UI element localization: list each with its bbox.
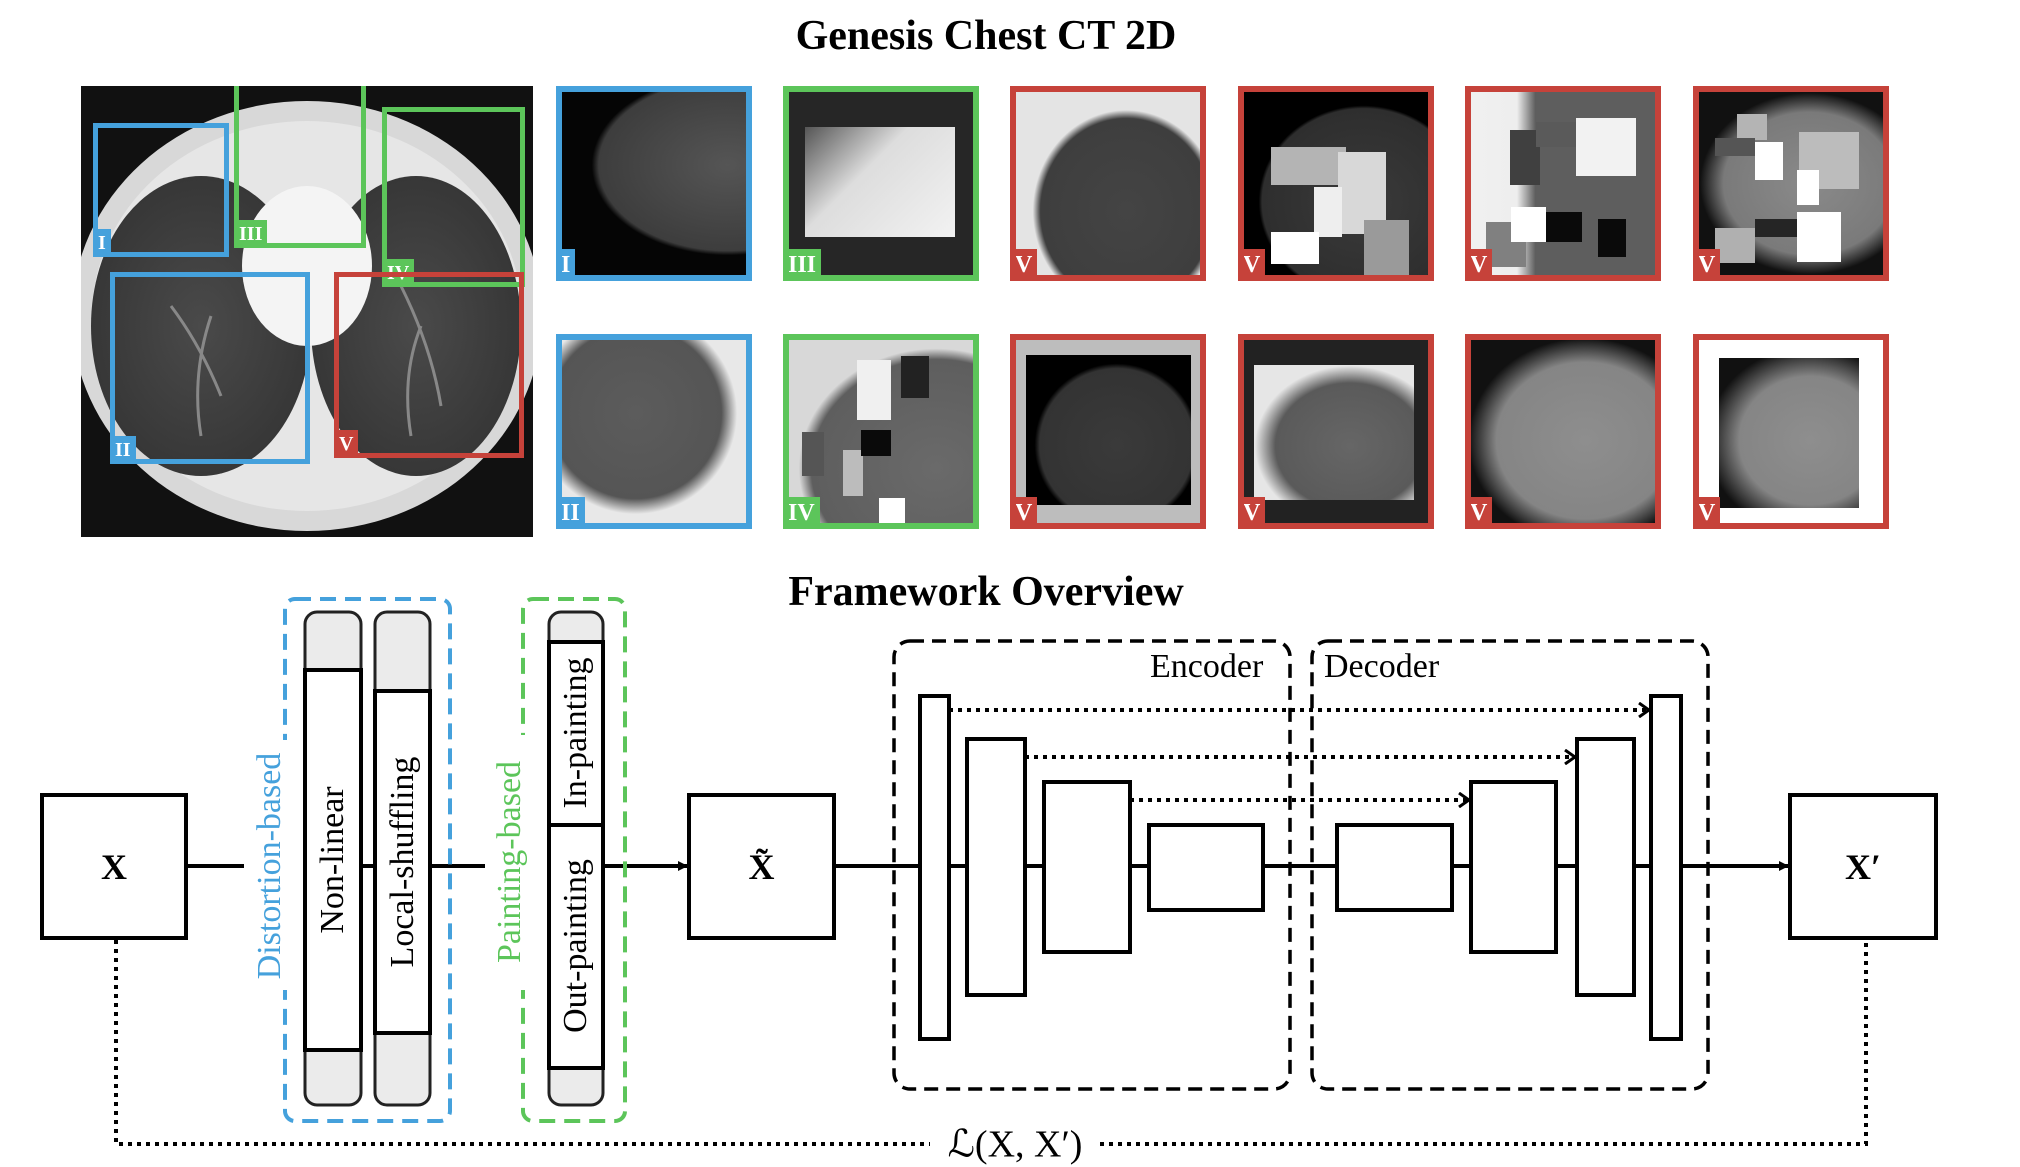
decoder-block-4 bbox=[1649, 694, 1683, 1041]
tile-tag: V bbox=[1244, 249, 1266, 275]
tile-inpainting-iv: IV bbox=[783, 334, 979, 529]
tile-tag: V bbox=[1471, 249, 1493, 275]
encoder-block-2 bbox=[965, 737, 1027, 997]
distortion-group-box bbox=[283, 597, 452, 1123]
tile-tag: V bbox=[1699, 249, 1721, 275]
decoder-box bbox=[1310, 639, 1710, 1091]
decoder-block-3 bbox=[1575, 737, 1636, 997]
tile-outpainting-v: V bbox=[1010, 334, 1206, 529]
decoder-block-2 bbox=[1469, 780, 1558, 954]
decoder-label: Decoder bbox=[1324, 648, 1440, 685]
tile-tag: V bbox=[1699, 497, 1721, 523]
tile-inpainting-v: V bbox=[1238, 86, 1434, 281]
tile-outpainting-iii: III bbox=[783, 86, 979, 281]
tile-tag: IV bbox=[789, 497, 820, 523]
tile-tag: I bbox=[562, 249, 576, 275]
loss-label: ℒ(X, X′) bbox=[947, 1123, 1083, 1166]
roi-box-iv: IV bbox=[382, 107, 525, 287]
roi-box-i: I bbox=[93, 123, 229, 257]
top-title: Genesis Chest CT 2D bbox=[795, 13, 1177, 59]
tile-shuffled-ii: II bbox=[556, 334, 752, 529]
roi-tag: I bbox=[93, 229, 111, 257]
roi-tag: III bbox=[234, 220, 268, 248]
encoder-block-1 bbox=[918, 694, 951, 1041]
distortion-group-label: Distortion-based bbox=[251, 752, 288, 980]
in-painting-label: In-painting bbox=[557, 657, 594, 809]
tile-original-v: V bbox=[1010, 86, 1206, 281]
non-linear-label: Non-linear bbox=[314, 786, 351, 934]
painting-group-label: Painting-based bbox=[491, 760, 528, 964]
encoder-block-3 bbox=[1042, 780, 1132, 954]
tile-tag: V bbox=[1471, 497, 1493, 523]
tile-shuffled-outpainting-v: V bbox=[1238, 334, 1434, 529]
output-label: X′ bbox=[1844, 846, 1882, 887]
out-painting-label: Out-painting bbox=[557, 859, 594, 1033]
roi-tag: V bbox=[334, 430, 359, 458]
decoder-block-1 bbox=[1335, 823, 1454, 912]
tile-tag: II bbox=[562, 497, 585, 523]
tile-tag: V bbox=[1016, 497, 1038, 523]
loss-connection-right bbox=[1100, 940, 1868, 1146]
encoder-box bbox=[892, 639, 1292, 1091]
tile-original-i: I bbox=[556, 86, 752, 281]
framework-title: Framework Overview bbox=[788, 569, 1184, 615]
ct-scan-image: I II III IV V bbox=[81, 86, 533, 537]
tile-tag: III bbox=[789, 249, 822, 275]
tile-nonlinear-inpainting-v: V bbox=[1693, 86, 1889, 281]
loss-connection-left bbox=[114, 940, 930, 1146]
transformed-label: X̃ bbox=[748, 846, 775, 887]
roi-box-iii: III bbox=[234, 86, 366, 248]
roi-box-ii: II bbox=[110, 272, 310, 464]
tile-tag: V bbox=[1016, 249, 1038, 275]
roi-box-v: V bbox=[334, 272, 524, 458]
tile-nonlinear-v: V bbox=[1465, 334, 1661, 529]
tile-shuffled-v: V bbox=[1465, 86, 1661, 281]
encoder-label: Encoder bbox=[1150, 648, 1264, 685]
tile-nonlinear-outpainting-v: V bbox=[1693, 334, 1889, 529]
input-label: X bbox=[101, 846, 127, 887]
roi-tag: II bbox=[110, 436, 136, 464]
encoder-block-4 bbox=[1147, 823, 1265, 912]
tile-tag: V bbox=[1244, 497, 1266, 523]
local-shuffling-label: Local-shuffling bbox=[384, 756, 421, 968]
